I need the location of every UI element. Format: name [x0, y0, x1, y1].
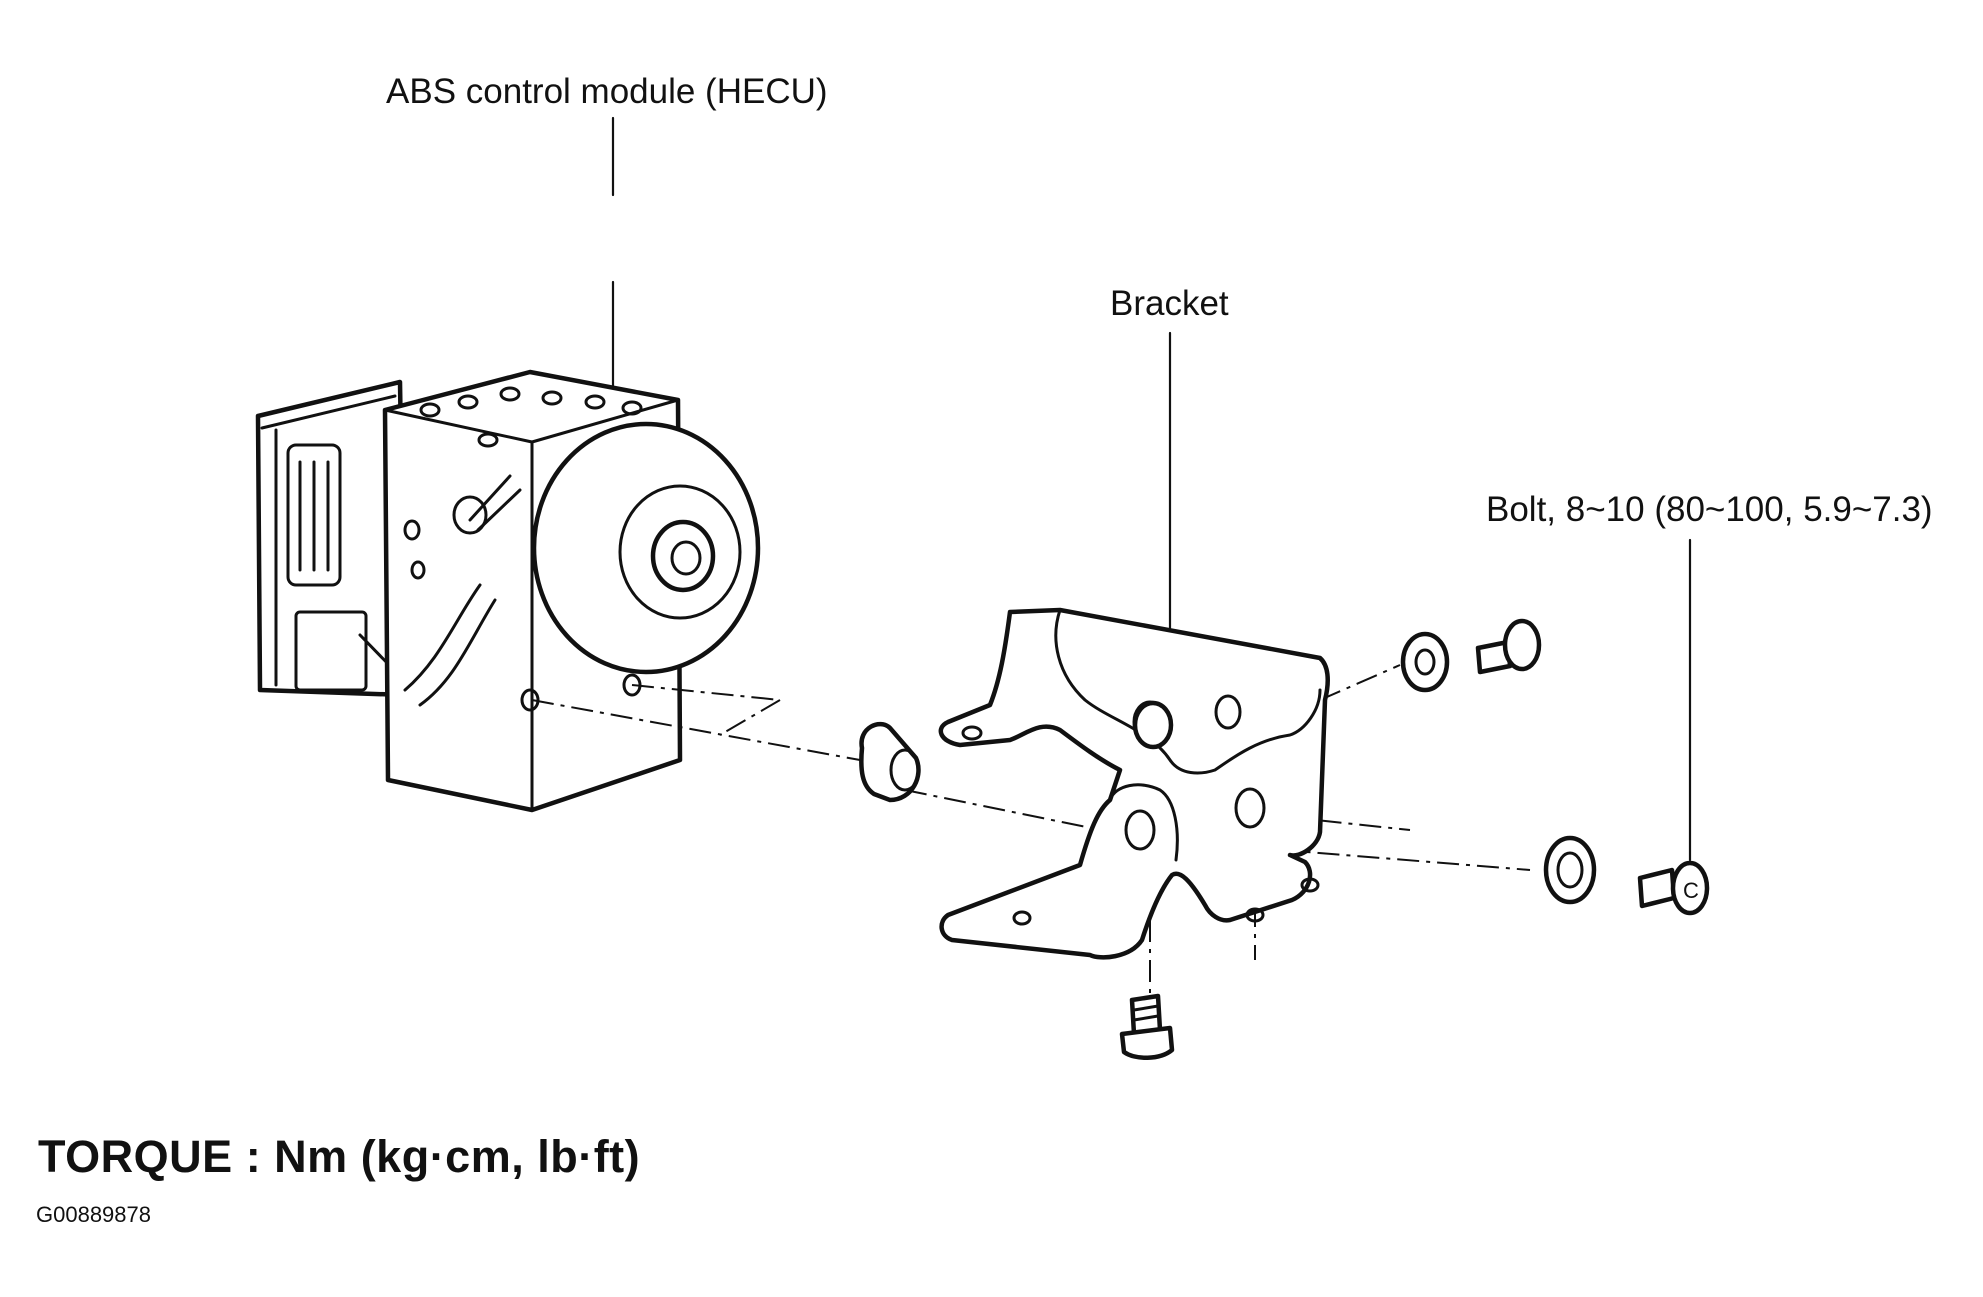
torque-unit-note: TORQUE : Nm (kg·cm, lb·ft) — [38, 1131, 641, 1182]
leader-lines — [611, 116, 1692, 862]
callout-mark: C — [1683, 878, 1699, 903]
module-label: ABS control module (HECU) — [386, 72, 828, 111]
bracket-label: Bracket — [1110, 284, 1229, 323]
upper-washer-bolt — [1400, 618, 1542, 693]
bushing — [859, 721, 921, 803]
bolt-c: C — [1637, 860, 1710, 916]
bolt-label: Bolt, 8~10 (80~100, 5.9~7.3) — [1486, 490, 1933, 529]
lower-washer — [1543, 835, 1597, 905]
abs-control-module — [255, 369, 761, 813]
figure-id: G00889878 — [36, 1202, 151, 1227]
bottom-bolt — [1119, 993, 1175, 1060]
bracket — [938, 607, 1330, 960]
